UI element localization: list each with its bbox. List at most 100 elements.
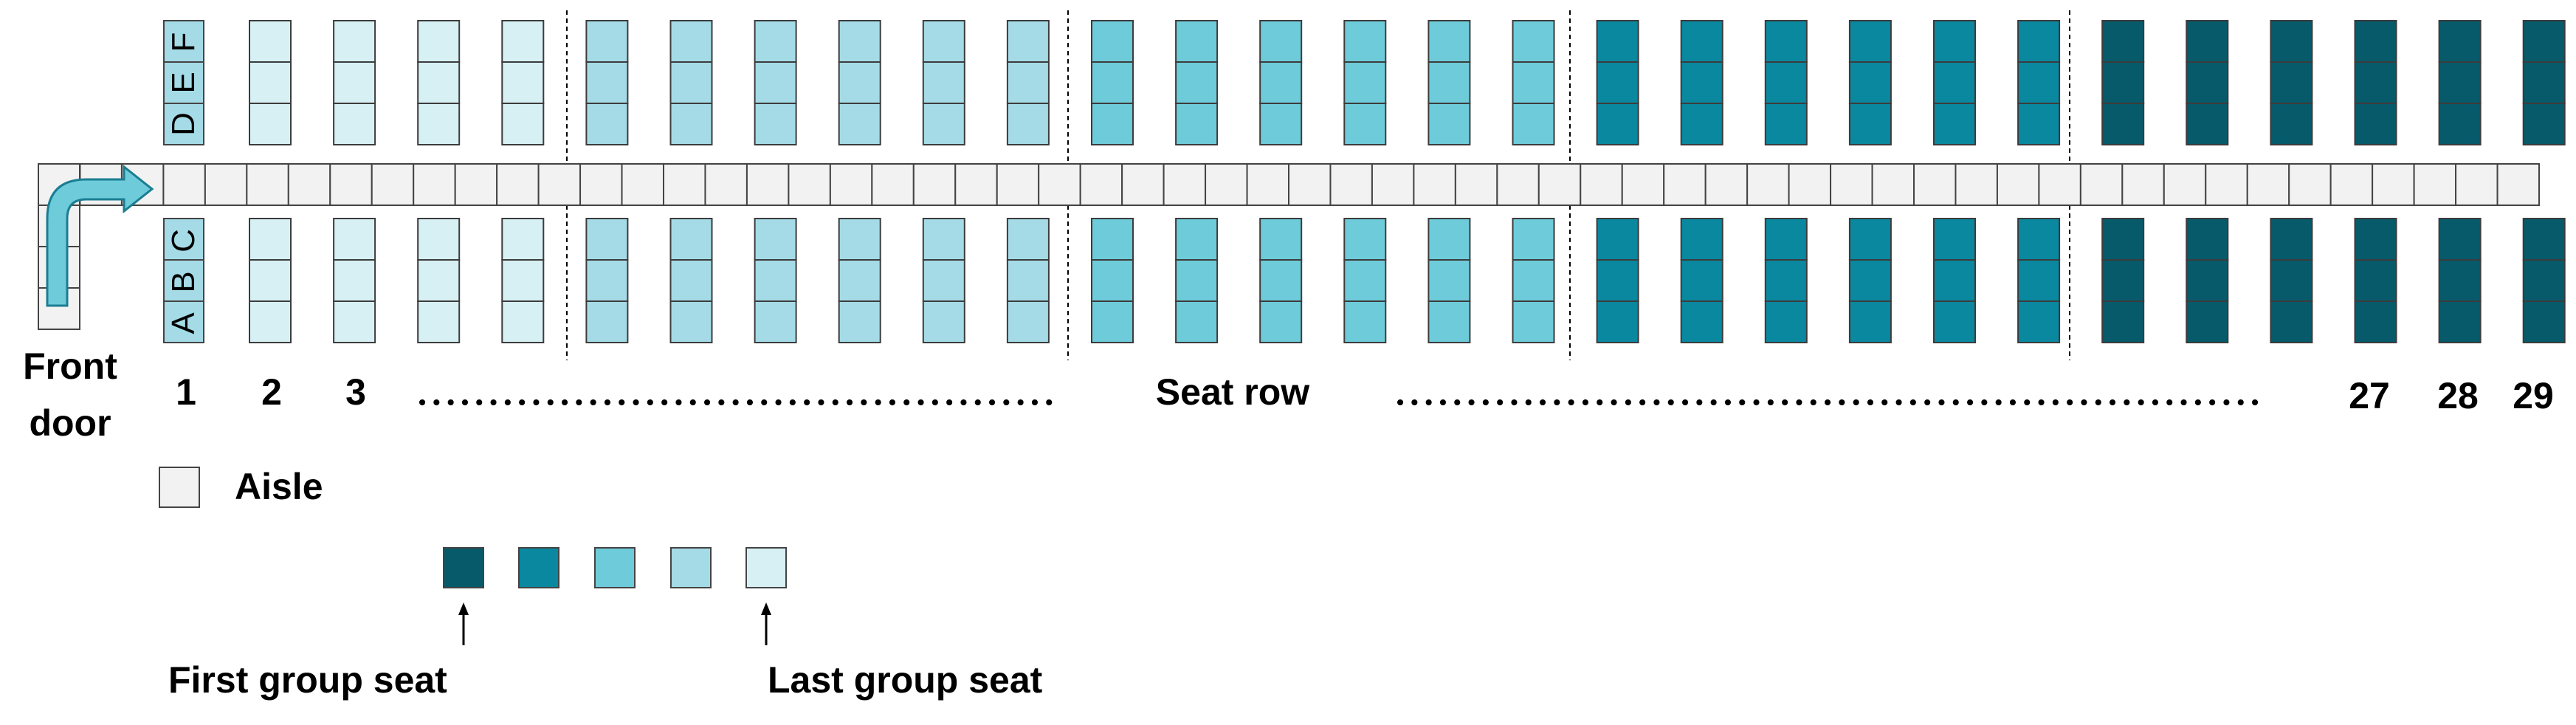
seat-row-7-upper: [669, 20, 713, 145]
seat: [754, 61, 797, 104]
seat: [669, 218, 713, 261]
seat: [333, 259, 376, 302]
seat-row-29-upper: [2522, 20, 2566, 145]
seat: [2438, 103, 2482, 145]
seat: [1343, 300, 1387, 343]
seat: [2270, 103, 2313, 145]
seat: [2522, 300, 2566, 343]
seat: [1343, 20, 1387, 63]
seat-row-22-upper: [1933, 20, 1976, 145]
seat: [417, 300, 461, 343]
aisle-cell: [788, 163, 831, 206]
seat: [2270, 20, 2313, 63]
seat: [2354, 103, 2397, 145]
group-legend-swatch-3: [594, 547, 636, 588]
seat: [1933, 259, 1976, 302]
aisle-cell: [1913, 163, 1957, 206]
seat: [2354, 61, 2397, 104]
seat: [1175, 218, 1219, 261]
seat: [1680, 61, 1723, 104]
seat: [2270, 300, 2313, 343]
aisle-cell: [2496, 163, 2541, 206]
seat-row-4-lower: [417, 218, 461, 343]
seat-letter-a: A: [165, 312, 202, 334]
seat-row-26-upper: [2270, 20, 2313, 145]
seat: [417, 103, 461, 145]
seat: [1848, 218, 1892, 261]
seat: [333, 20, 376, 63]
aisle-cell: [537, 163, 582, 206]
aisle-cell: [1537, 163, 1582, 206]
last-group-arrow-icon: [761, 602, 771, 645]
seat: [417, 259, 461, 302]
seat-grid: [249, 20, 2566, 343]
seat-letter-b: B: [165, 271, 202, 292]
seat-row-22-lower: [1933, 218, 1976, 343]
seat: [501, 20, 545, 63]
seat: [585, 218, 629, 261]
seat: [1091, 20, 1134, 63]
seat-letter-f: F: [165, 32, 202, 52]
front-door-label-line2: door: [29, 402, 111, 444]
seat: [1933, 61, 1976, 104]
first-group-label: First group seat: [168, 659, 447, 701]
seat: [2354, 300, 2397, 343]
seat: [1596, 61, 1639, 104]
aisle-cell: [204, 163, 248, 206]
seat: [2186, 300, 2229, 343]
row-label-2: 2: [261, 371, 282, 413]
seat: [249, 259, 292, 302]
seat: [1428, 300, 1471, 343]
aisle-cell: [621, 163, 664, 206]
seat: [1343, 259, 1387, 302]
seat-row-5-lower: [501, 218, 545, 343]
seat: [2186, 20, 2229, 63]
aisle-cell: [246, 163, 289, 206]
aisle-cell: [162, 163, 206, 206]
seat: [1006, 20, 1050, 63]
seat-row-27-upper: [2354, 20, 2397, 145]
seat-row-16-lower: [1428, 218, 1471, 343]
first-group-arrow-icon: [458, 602, 469, 645]
seat-row-25-upper: [2186, 20, 2229, 145]
seat-letter-d: D: [165, 112, 202, 136]
seat: [249, 61, 292, 104]
seat: [417, 20, 461, 63]
seat: [501, 61, 545, 104]
aisle-cell: [2246, 163, 2290, 206]
aisle-cell: [454, 163, 498, 206]
seat: [1512, 61, 1555, 104]
seat: [585, 103, 629, 145]
seat-row-15-lower: [1343, 218, 1387, 343]
aisle-cell: [996, 163, 1040, 206]
seat: [1428, 103, 1471, 145]
seat: [585, 20, 629, 63]
seat: [2438, 300, 2482, 343]
aisle-row: [38, 163, 2541, 206]
seat: [585, 61, 629, 104]
seat: [2438, 61, 2482, 104]
seat: [2101, 259, 2145, 302]
seat: [754, 103, 797, 145]
seat: [1006, 218, 1050, 261]
seat: [1933, 218, 1976, 261]
aisle-cell: [745, 163, 790, 206]
seat: [1512, 20, 1555, 63]
aisle-cell: [413, 163, 456, 206]
seat-row-25-lower: [2186, 218, 2229, 343]
seat: [922, 103, 965, 145]
seat: [838, 103, 881, 145]
seat: [1680, 218, 1723, 261]
seat-row-9-lower: [838, 218, 881, 343]
seat: [1175, 259, 1219, 302]
aisle-cell: [2038, 163, 2081, 206]
seat-row-11-upper: [1006, 20, 1050, 145]
aisle-cell: [1496, 163, 1540, 206]
seat: [1512, 218, 1555, 261]
seat: [2017, 259, 2061, 302]
row-label-3: 3: [345, 371, 366, 413]
seat: [1091, 259, 1134, 302]
aisle-cell: [287, 163, 331, 206]
seat: [838, 61, 881, 104]
aisle-cell: [1246, 163, 1289, 206]
